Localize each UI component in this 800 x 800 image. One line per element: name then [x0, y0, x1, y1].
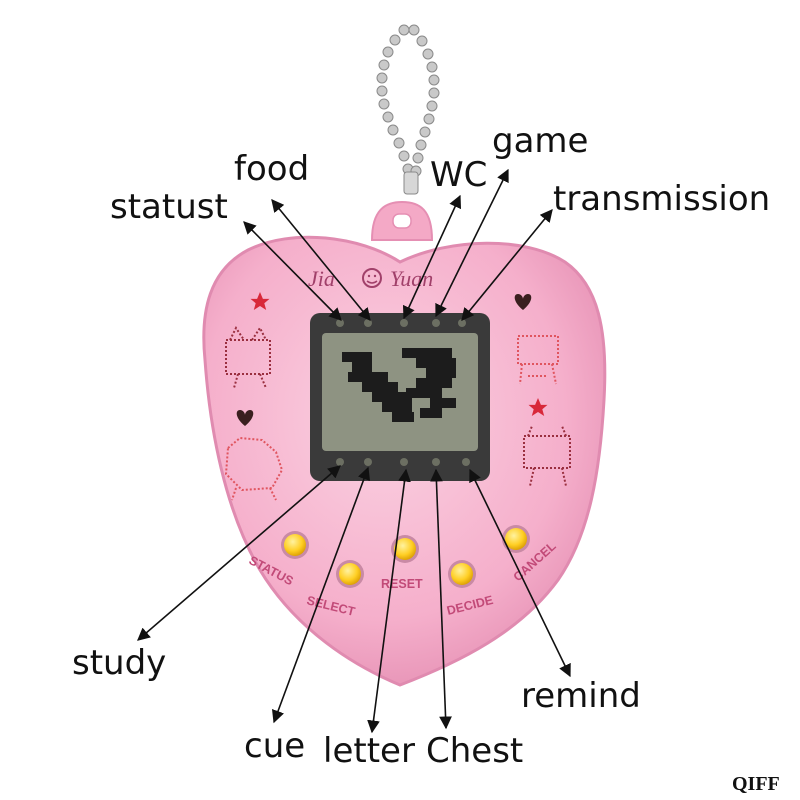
bottom-menu-icons — [336, 458, 470, 466]
svg-text:Jia: Jia — [308, 266, 335, 291]
pixel-cat-decoration — [225, 326, 271, 389]
lcd-pixel-pet — [342, 348, 456, 422]
cancel-button[interactable] — [502, 525, 530, 553]
arrow-food — [271, 199, 371, 321]
label-remind: remind — [521, 676, 641, 716]
top-menu-icons — [336, 319, 466, 327]
label-chest: Chest — [426, 731, 523, 771]
arrow-remind — [469, 468, 571, 678]
reset-button-label: RESET — [381, 577, 423, 591]
label-letter: letter — [323, 731, 415, 771]
label-statust: statust — [110, 187, 228, 227]
watermark: QIFF — [732, 773, 780, 795]
decide-button[interactable] — [448, 560, 476, 588]
ball-chain — [376, 24, 440, 195]
pixel-bear-decoration — [523, 425, 571, 487]
label-cue: cue — [244, 726, 305, 766]
label-transmission: transmission — [553, 179, 770, 219]
arrow-chest — [430, 468, 452, 730]
label-food: food — [234, 149, 309, 189]
arrow-letter — [367, 468, 411, 734]
status-button[interactable] — [281, 531, 309, 559]
label-study: study — [72, 643, 166, 683]
arrow-cue — [271, 466, 371, 724]
star-icon — [528, 398, 548, 416]
label-wc: WC — [430, 155, 487, 195]
select-button[interactable] — [336, 560, 364, 588]
arrow-transmission — [461, 209, 553, 321]
label-game: game — [492, 121, 588, 161]
heart-icon — [236, 410, 254, 426]
pixel-lamb-decoration — [517, 335, 559, 385]
